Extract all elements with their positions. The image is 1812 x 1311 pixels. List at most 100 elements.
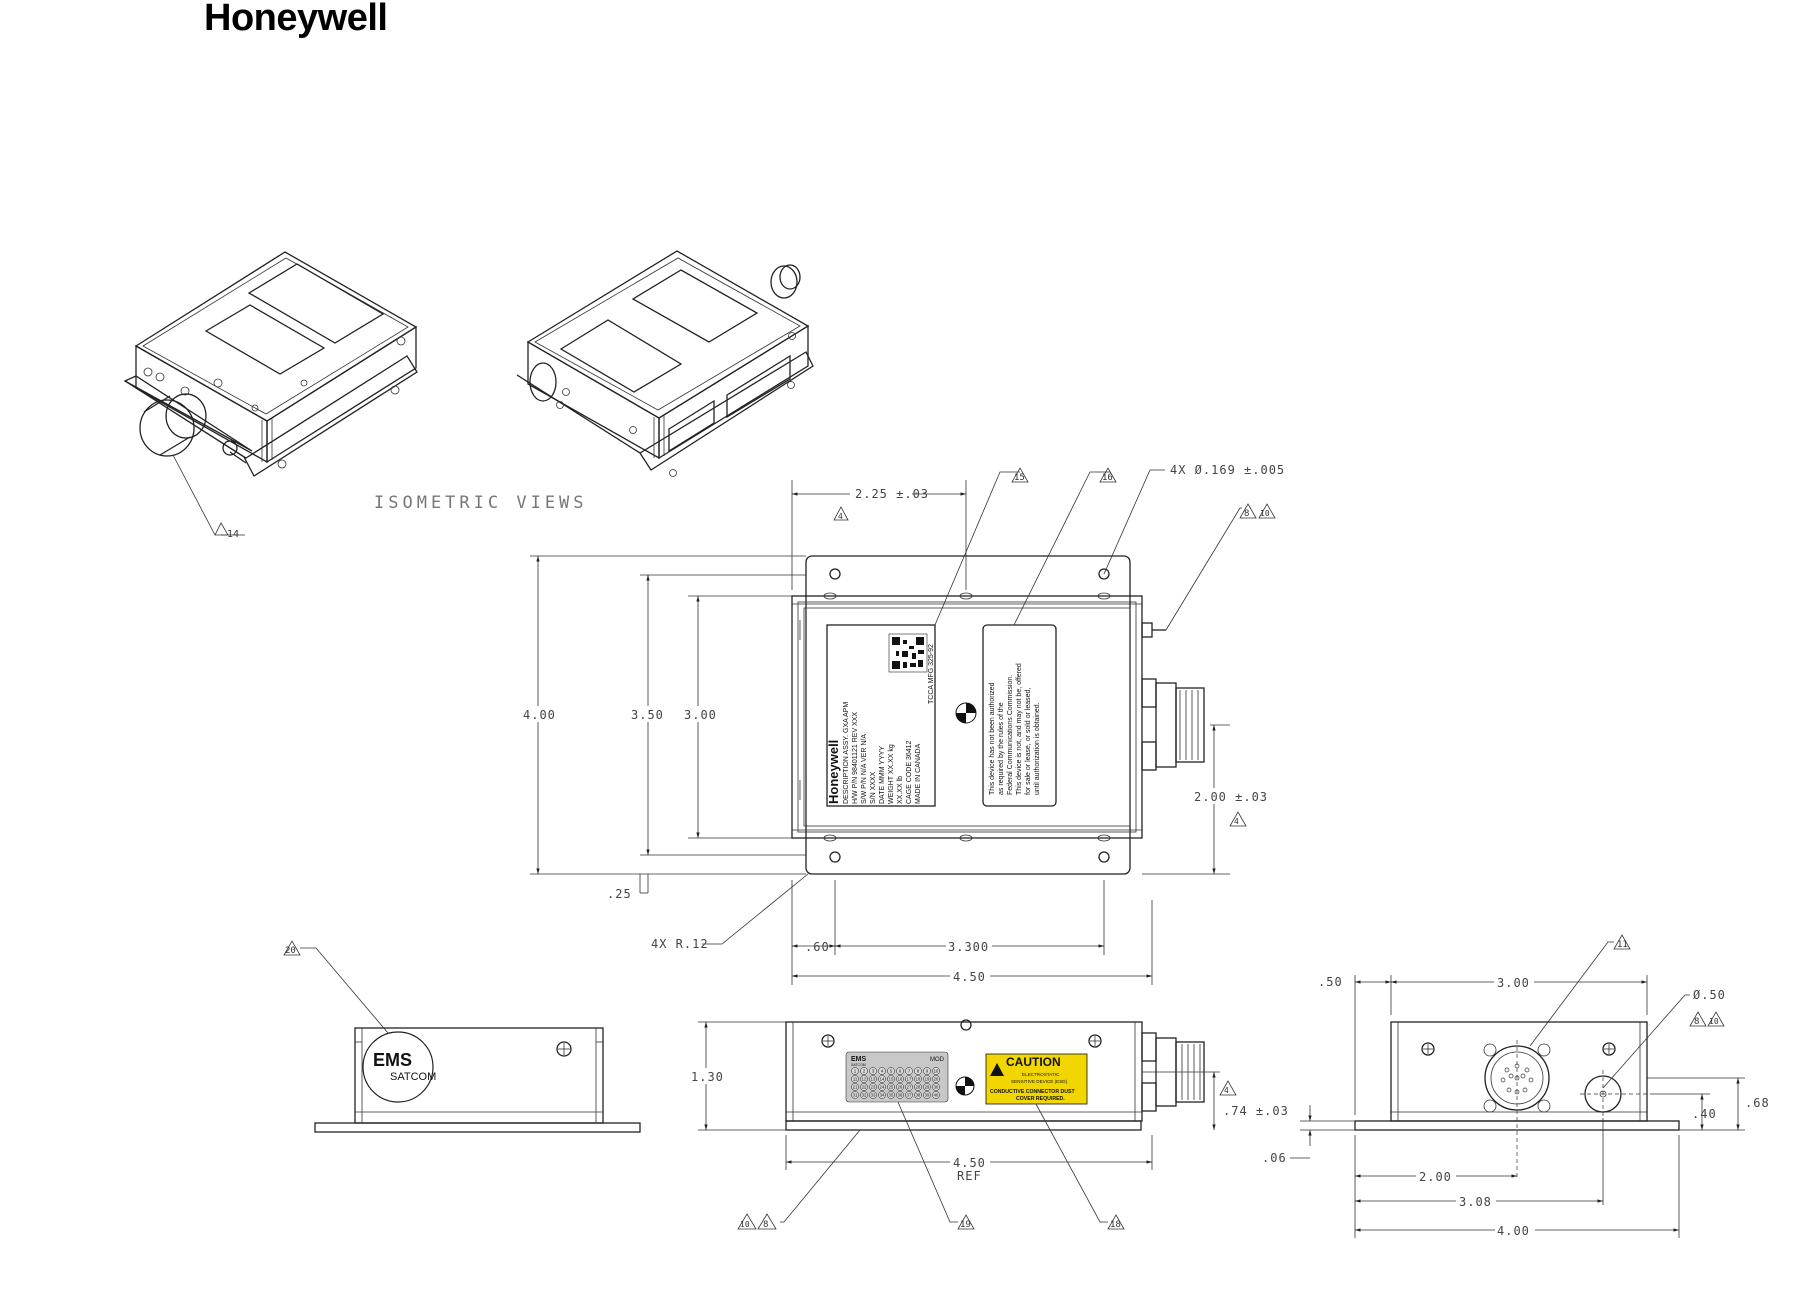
- mod-number: 40: [934, 1093, 939, 1098]
- flag-18: 18: [1110, 1220, 1121, 1230]
- label-row-7: CAGE CODE 36412: [906, 740, 913, 804]
- mod-number: 13: [871, 1077, 876, 1082]
- flag-15: 15: [1014, 473, 1025, 483]
- mod-number-circle: [914, 1091, 922, 1099]
- dim-3-300: 3.300: [948, 940, 989, 954]
- label-row-0: DESCRIPTION ASSY. GXA APM: [843, 702, 850, 804]
- connector-pin: [1508, 1073, 1514, 1079]
- mod-number: 26: [898, 1085, 903, 1090]
- label-side-text: TCCA MFG 325-92: [928, 644, 935, 704]
- mod-number: 27: [907, 1085, 912, 1090]
- mod-number-circle: [878, 1067, 886, 1075]
- mod-number: 32: [862, 1093, 867, 1098]
- top-view: Honeywell DESCRIPTION ASSY. GXA APM H/W …: [520, 463, 1284, 985]
- mod-number-circle: [869, 1075, 877, 1083]
- mod-number: 31: [853, 1093, 858, 1098]
- label-brand: Honeywell: [826, 740, 841, 804]
- dim-3-00-end: 3.00: [1497, 976, 1530, 990]
- mod-label-brand: EMS: [851, 1056, 867, 1063]
- flag-8a: 8: [1244, 509, 1249, 519]
- dim-0-40: .40: [1692, 1107, 1717, 1121]
- mod-number: 17: [907, 1077, 912, 1082]
- flag-10b: 10: [1709, 1017, 1719, 1026]
- mod-number: 8: [917, 1069, 920, 1074]
- flag-8c: 8: [763, 1220, 768, 1230]
- mod-number-circle: [887, 1083, 895, 1091]
- fcc-line-2: Federal Communications Commission.: [1007, 675, 1014, 795]
- connector-pin: [1506, 1087, 1512, 1093]
- mod-number: 1: [854, 1069, 857, 1074]
- mod-number-circle: [923, 1067, 931, 1075]
- dim-2-25: 2.25 ±.03: [855, 487, 929, 501]
- mod-number-circle: [896, 1075, 904, 1083]
- dim-2-00: 2.00 ±.03: [1194, 790, 1268, 804]
- mod-number: 39: [925, 1093, 930, 1098]
- qr-code: [888, 633, 928, 673]
- flag-8b: 8: [1694, 1017, 1699, 1027]
- mod-number: 12: [862, 1077, 867, 1082]
- mod-number: 14: [880, 1077, 885, 1082]
- mod-number-circle: [887, 1067, 895, 1075]
- mod-number: 30: [934, 1085, 939, 1090]
- mod-number: 22: [862, 1085, 867, 1090]
- mod-number-circle: [896, 1091, 904, 1099]
- mod-number-circle: [878, 1075, 886, 1083]
- mod-number-circle: [860, 1075, 868, 1083]
- mod-number: 5: [890, 1069, 893, 1074]
- dim-0-74: .74 ±.03: [1223, 1104, 1289, 1118]
- dim-3-08: 3.08: [1459, 1195, 1492, 1209]
- top-view-connector: [1155, 682, 1205, 768]
- dim-ref: REF: [957, 1169, 982, 1183]
- product-label: Honeywell DESCRIPTION ASSY. GXA APM H/W …: [826, 624, 977, 807]
- label-row-5: WEIGHT XX.XX kg: [888, 744, 895, 804]
- ems-satcom-logo: EMS SATCOM: [362, 1031, 436, 1103]
- mod-number-circle: [851, 1083, 859, 1091]
- mod-number-circle: [905, 1083, 913, 1091]
- label-row-1: H/W P/N 98401121 REV XXX: [852, 712, 859, 804]
- flag-11: 11: [1617, 940, 1628, 950]
- dim-0-60: .60: [805, 940, 830, 954]
- dim-0-68: .68: [1745, 1096, 1770, 1110]
- flag-4b: 4: [1234, 817, 1239, 826]
- mod-number: 10: [934, 1069, 939, 1074]
- mod-number: 23: [871, 1085, 876, 1090]
- mod-number-circle: [896, 1083, 904, 1091]
- label-row-6: XX.XX lb: [897, 776, 904, 804]
- dim-3-50: 3.50: [631, 708, 664, 722]
- dim-4-00-end: 4.00: [1497, 1224, 1530, 1238]
- mod-number-circle: [896, 1067, 904, 1075]
- fcc-line-4: for sale or lease, or sold or leased,: [1025, 688, 1032, 795]
- fcc-line-0: This device has not been authorized: [989, 682, 996, 795]
- flag-4a: 4: [838, 512, 843, 521]
- isometric-view-right: [516, 250, 814, 477]
- mod-number: 9: [926, 1069, 929, 1074]
- mod-number-circle: [851, 1075, 859, 1083]
- mod-number-circle: [914, 1067, 922, 1075]
- center-of-gravity-symbol: [955, 702, 977, 724]
- flag-14: 14: [227, 529, 239, 540]
- dim-4x-r: 4X R.12: [651, 937, 709, 951]
- mod-number-circle: [869, 1083, 877, 1091]
- mod-number: 15: [889, 1077, 894, 1082]
- label-row-2: S/W P/N N/A VER N/A: [861, 734, 868, 804]
- caution-line-3: COVER REQUIRED.: [1016, 1096, 1065, 1102]
- mod-number: 28: [916, 1085, 921, 1090]
- flag-10a: 10: [1260, 509, 1270, 518]
- mod-number-circle: [923, 1075, 931, 1083]
- fcc-line-5: until authorization is obtained.: [1034, 702, 1041, 795]
- dim-0-25: .25: [607, 887, 632, 901]
- label-row-8: MADE IN CANADA: [915, 743, 922, 804]
- honeywell-logo: Honeywell: [204, 0, 387, 39]
- dim-dia-0-50: Ø.50: [1693, 988, 1726, 1002]
- mod-number-circle: [932, 1083, 940, 1091]
- dim-3-00: 3.00: [684, 708, 717, 722]
- dim-0-06: .06: [1262, 1151, 1287, 1165]
- isometric-view-left: 14: [123, 251, 418, 540]
- mod-number-circle: [923, 1083, 931, 1091]
- mod-number-circle: [851, 1091, 859, 1099]
- flag-19: 19: [960, 1220, 971, 1230]
- dim-1-30: 1.30: [691, 1070, 724, 1084]
